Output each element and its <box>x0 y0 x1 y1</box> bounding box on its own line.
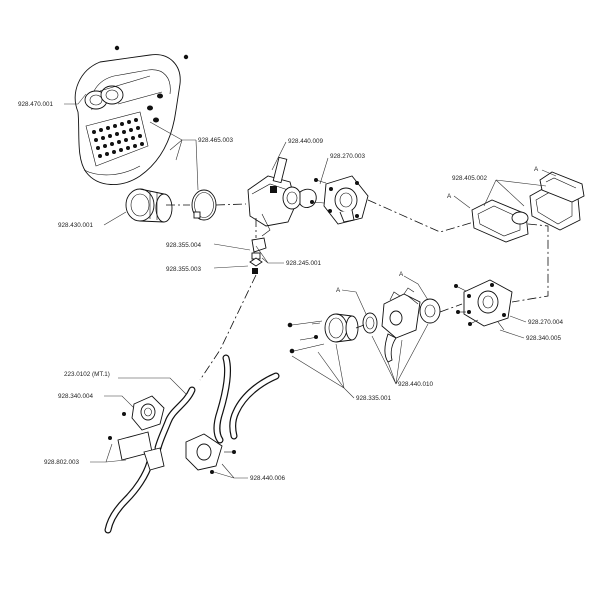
callout-928-340-004: 928.340.004 <box>58 393 94 400</box>
carburetor-lower[interactable] <box>324 287 441 363</box>
hose-clamp[interactable] <box>191 189 217 221</box>
mounting-bolts[interactable] <box>287 320 325 354</box>
callout-928-440-009: 928.440.009 <box>288 138 324 145</box>
callout-a-carb-right: A <box>399 271 404 278</box>
fuel-hose[interactable] <box>104 354 280 534</box>
fuel-tap-bracket[interactable] <box>108 395 165 471</box>
callout-928-340-005: 928.340.005 <box>526 335 562 342</box>
callout-928-270-004: 928.270.004 <box>528 319 564 326</box>
callout-928-430-001: 928.430.001 <box>58 222 94 229</box>
callout-928-245-001: 928.245.001 <box>286 260 322 267</box>
leader-lines <box>64 93 557 479</box>
air-filter-box[interactable] <box>74 45 189 185</box>
callout-928-355-003: 928.355.003 <box>166 266 202 273</box>
reed-valve-block[interactable] <box>471 171 585 243</box>
callout-a-reed-left: A <box>447 193 452 200</box>
callout-a-reed-top: A <box>534 166 539 173</box>
main-jet-assembly[interactable] <box>249 237 267 274</box>
intake-snorkels <box>84 75 163 110</box>
callout-a-carb-left: A <box>336 287 341 294</box>
intake-flange-lower[interactable] <box>454 279 513 331</box>
fuel-filter-junction[interactable] <box>185 433 236 474</box>
assembly-centerlines <box>166 199 549 381</box>
carburetor-upper[interactable] <box>247 156 317 237</box>
filter-mesh-panel <box>85 111 149 167</box>
callout-928-440-010: 928.440.010 <box>398 381 434 388</box>
callout-928-335-001: 928.335.001 <box>356 395 392 402</box>
callout-928-355-004: 928.355.004 <box>166 242 202 249</box>
callout-928-270-003: 928.270.003 <box>330 153 366 160</box>
callout-928-470-001: 928.470.001 <box>18 101 54 108</box>
callout-928-802-003: 928.802.003 <box>44 459 80 466</box>
callout-928-440-006: 928.440.006 <box>250 475 286 482</box>
intake-manifold-upper[interactable] <box>310 175 369 225</box>
callout-928-465-003: 928.465.003 <box>198 137 234 144</box>
callout-928-405-002: 928.405.002 <box>452 175 488 182</box>
intake-rubber-boot[interactable] <box>125 188 173 223</box>
callout-223-0102: 223.0102 (MT.1) <box>64 371 110 378</box>
